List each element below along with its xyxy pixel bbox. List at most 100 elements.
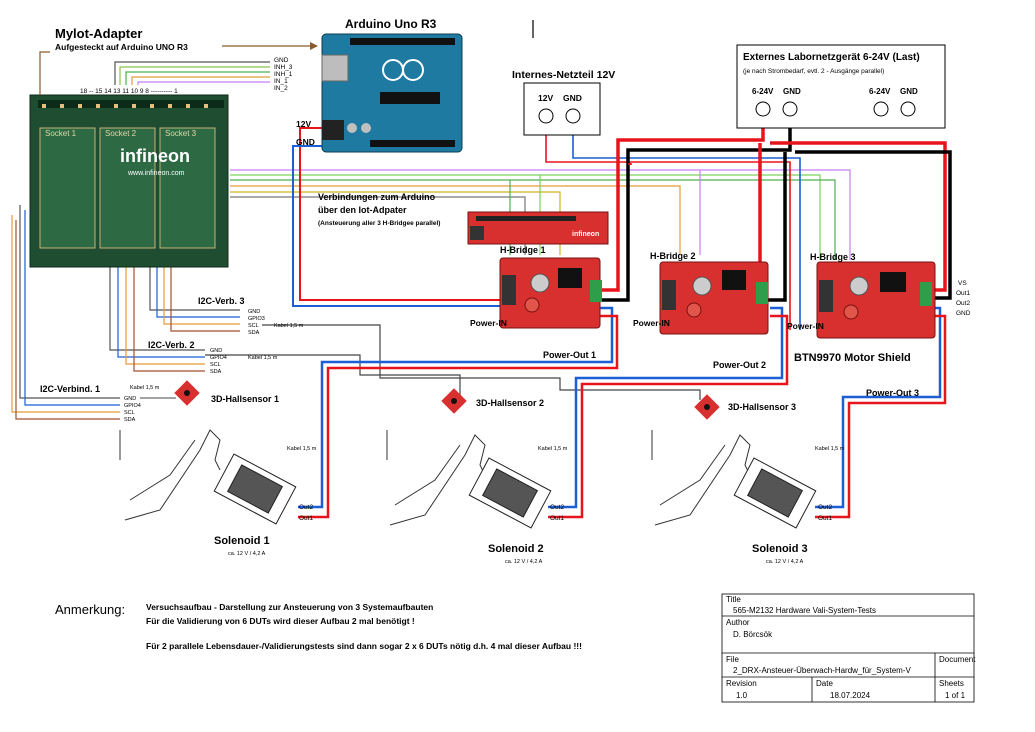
- hbridge-1: [499, 257, 602, 329]
- mylot-adapter: Socket 1 Socket 2 Socket 3 infineon www.…: [29, 88, 229, 268]
- arduino-title: Arduino Uno R3: [345, 17, 437, 31]
- bus-green1: [230, 174, 821, 260]
- shield-pin-labels: VS Out1 Out2 GND: [956, 280, 971, 317]
- tb-date-label: Date: [816, 679, 833, 688]
- i2c-1-label: I2C-Verbind. 1: [40, 384, 100, 394]
- solenoid-3-out2: Out2: [818, 504, 832, 511]
- arduino-supply-wires: [292, 127, 505, 307]
- remark-label: Anmerkung:: [55, 602, 125, 617]
- title-block: [721, 593, 975, 703]
- solenoid-3-rating: ca. 12 V / 4,2 A: [766, 559, 804, 565]
- hall-sensor-1-label: 3D-Hallsensor 1: [211, 394, 279, 404]
- arduino-gnd-label: GND: [296, 137, 315, 147]
- i2c2-sda: [133, 260, 205, 372]
- i2c-1-pin-gnd: GND: [124, 396, 136, 402]
- solenoid-1-out2: Out2: [299, 504, 313, 511]
- adapter-title: Mylot-Adapter: [55, 26, 142, 41]
- socket-2-label: Socket 2: [105, 129, 137, 138]
- i2c1-sda: [15, 220, 120, 420]
- i2c-3-pin-gnd: GND: [248, 309, 260, 315]
- i2c-2-label: I2C-Verb. 2: [148, 340, 195, 350]
- i2c-3-cable: Kabel 1,5 m: [274, 323, 304, 329]
- i2c3-gnd: [149, 262, 240, 311]
- i2c1-gpio: [24, 210, 120, 406]
- i2c-3-pin-scl: SCL: [248, 323, 259, 329]
- i2c-3-pin-sda: SDA: [248, 330, 260, 336]
- shield-name: BTN9970 Motor Shield: [794, 352, 911, 364]
- solenoid-2-name: Solenoid 2: [488, 543, 544, 555]
- i2c-1-cable: Kabel 1,5 m: [130, 385, 160, 391]
- hall-sensor-3-label: 3D-Hallsensor 3: [728, 402, 796, 412]
- shield-strip: infineon: [467, 211, 609, 245]
- arduino-arrow-head: [310, 42, 318, 50]
- arduino-pin-labels: GND INH_3 INH_1 IN_1 IN_2: [274, 57, 293, 92]
- i2c-1-pin-sda: SDA: [124, 417, 136, 423]
- remark-line2: Für die Validierung von 6 DUTs wird dies…: [146, 616, 415, 626]
- i2c3-sda: [170, 262, 240, 332]
- hbridge-3-power-in: Power-IN: [787, 321, 824, 331]
- cable-hall2: [262, 324, 701, 400]
- external-psu: [736, 44, 946, 129]
- i2c-3-label: I2C-Verb. 3: [198, 296, 245, 306]
- internal-psu-title: Internes-Netzteil 12V: [512, 69, 615, 81]
- tb-title-value: 565-M2132 Hardware Vali-System-Tests: [733, 606, 876, 615]
- hbridge-3-label: H-Bridge 3: [810, 252, 856, 262]
- i2c-1-pin-scl: SCL: [124, 410, 135, 416]
- hbridge-1-power-out: Power-Out 1: [543, 350, 596, 360]
- connections-note-line1: Verbindungen zum Arduino: [318, 192, 436, 202]
- solenoid-1-rating: ca. 12 V / 4,2 A: [228, 551, 266, 557]
- bus-orange: [230, 185, 681, 255]
- tb-file-label: File: [726, 655, 739, 664]
- solenoid-1-cable: Kabel 1,5 m: [287, 446, 317, 452]
- hall-sensor-3: [694, 394, 720, 420]
- hbridge-1-power-in: Power-IN: [470, 318, 507, 328]
- adapter-brand: infineon: [120, 146, 190, 166]
- shield-pin-out1: Out1: [956, 290, 970, 297]
- shield-pin-out2: Out2: [956, 300, 970, 307]
- wire-inh1: [125, 71, 270, 85]
- i2c2-gnd: [109, 260, 205, 351]
- i2c-connection-3: I2C-Verb. 3 GND GPIO3 SCL SDA Kabel 1,5 …: [198, 296, 304, 336]
- i2c3-gpio: [156, 262, 240, 318]
- i2c-2-cable: Kabel 1,5 m: [248, 355, 278, 361]
- hbridge-3-power-out: Power-Out 3: [866, 388, 919, 398]
- solenoid-1-out1: Out1: [299, 515, 313, 522]
- connections-note-line2: über den Iot-Adpater: [318, 205, 407, 215]
- shield-strip-brand: infineon: [572, 231, 599, 238]
- i2c1-scl: [11, 215, 120, 413]
- adapter-url: www.infineon.com: [127, 170, 185, 177]
- external-psu-title: Externes Labornetzgerät 6-24V (Last): [743, 52, 920, 63]
- tb-title-label: Title: [726, 595, 741, 604]
- internal-psu: [523, 82, 601, 136]
- hall-sensor-1: [174, 380, 200, 406]
- solenoid-3-cable: Kabel 1,5 m: [815, 446, 845, 452]
- arduino-12v-label: 12V: [296, 119, 311, 129]
- shield-pin-vs: VS: [958, 280, 967, 287]
- hall-sensor-2: [441, 388, 467, 414]
- hbridge-2: [659, 261, 769, 335]
- i2c-1-pin-gpio: GPIO4: [124, 403, 141, 409]
- tb-document-label: Document: [939, 655, 976, 664]
- wire-in2: [137, 81, 270, 85]
- solenoid-2-rating: ca. 12 V / 4,2 A: [505, 559, 543, 565]
- i2c3-scl: [163, 262, 240, 325]
- socket-1-label: Socket 1: [45, 129, 77, 138]
- external-psu-terminal-1: 6-24V: [752, 87, 774, 96]
- tb-author-value: D. Börcsök: [733, 630, 773, 639]
- external-psu-terminal-3: 6-24V: [869, 87, 891, 96]
- wire-in1: [131, 76, 270, 85]
- solenoid-3-out1: Out1: [818, 515, 832, 522]
- hall-sensor-2-label: 3D-Hallsensor 2: [476, 398, 544, 408]
- tb-sheets-label: Sheets: [939, 679, 964, 688]
- i2c-2-pin-gnd: GND: [210, 348, 222, 354]
- tb-author-label: Author: [726, 618, 750, 627]
- tb-sheets-value: 1 of 1: [945, 691, 966, 700]
- arduino-board: [321, 33, 463, 153]
- tb-date-value: 18.07.2024: [830, 691, 871, 700]
- solenoid-1-name: Solenoid 1: [214, 535, 270, 547]
- i2c-2-pin-sda: SDA: [210, 369, 222, 375]
- i2c1-gnd: [19, 205, 120, 399]
- tb-revision-label: Revision: [726, 679, 757, 688]
- shield-pin-gnd: GND: [956, 310, 971, 317]
